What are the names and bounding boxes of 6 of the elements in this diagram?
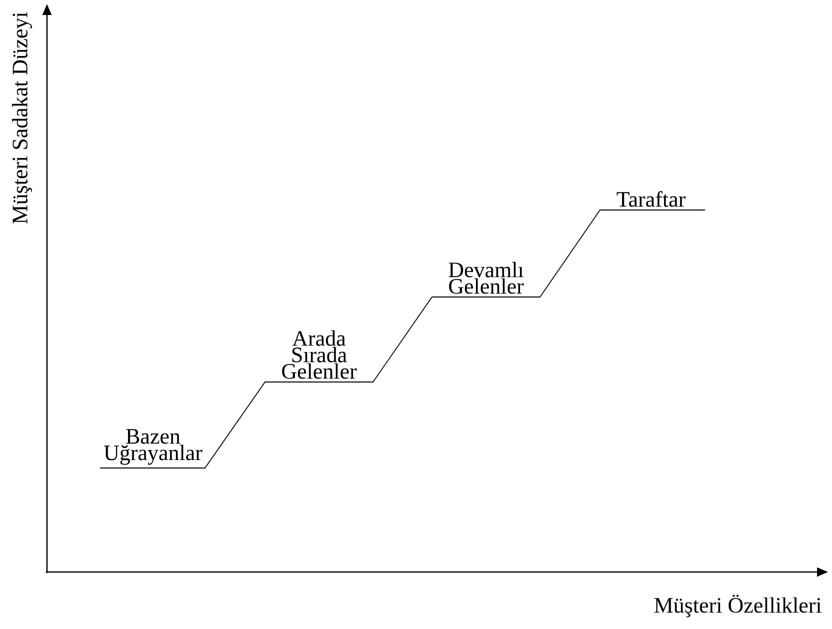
step-label: Arada Sırada Gelenler xyxy=(282,330,357,379)
axis-title: Müşteri Sadakat Düzeyi xyxy=(12,12,32,224)
step-label: Devamlı Gelenler xyxy=(448,262,524,294)
step-label: Taraftar xyxy=(616,191,686,207)
axis-title: Müşteri Özellikleri xyxy=(654,594,822,618)
step-label: Bazen Uğrayanlar xyxy=(104,429,202,465)
